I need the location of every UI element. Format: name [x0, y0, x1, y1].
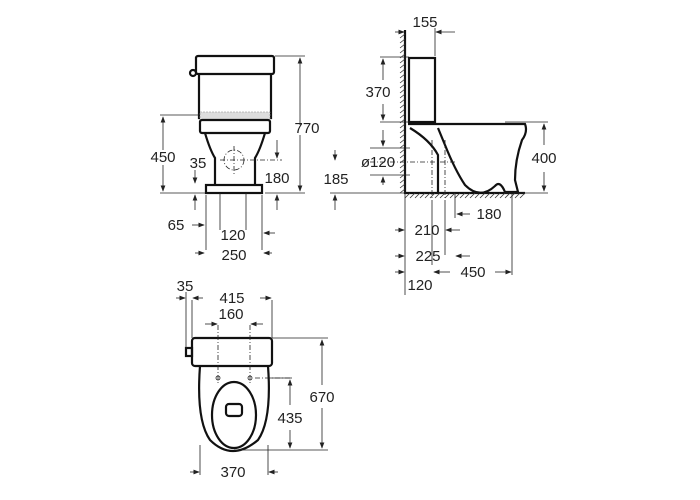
hatch-line — [399, 33, 406, 39]
flush-lever-icon — [188, 68, 198, 78]
hatch-line — [454, 192, 461, 199]
wall-and-floor — [403, 30, 525, 195]
hatch-line — [399, 88, 406, 94]
hatch-line — [424, 192, 431, 199]
hatch-line — [399, 38, 406, 44]
hatch-line — [409, 192, 416, 199]
hatch-line — [399, 183, 406, 189]
dim-top-seat-depth: 435 — [277, 410, 302, 427]
hatch-line — [449, 192, 456, 199]
dim-front-seat-height: 450 — [150, 149, 175, 166]
front-view: 770 450 35 180 65 120 250 — [150, 54, 320, 264]
hatch-line — [499, 192, 506, 199]
dim-side-fixing-from-wall-1: 210 — [414, 222, 439, 239]
hatch-line — [509, 192, 516, 199]
hatch-line — [494, 192, 501, 199]
front-tank-body — [197, 74, 273, 120]
dim-side-bowl-length: 450 — [460, 264, 485, 281]
hatch-line — [514, 192, 521, 199]
hatch-line — [399, 128, 406, 134]
dim-front-base-width: 250 — [221, 247, 246, 264]
hatch-line — [414, 192, 421, 199]
dim-top-fixing-spacing: 160 — [218, 306, 243, 323]
dim-side-fixing-from-wall-2: 225 — [415, 248, 440, 265]
dim-side-floor-outlet-offset: 180 — [476, 206, 501, 223]
dim-side-bowl-height: 400 — [531, 150, 556, 167]
hatch-line — [399, 143, 406, 149]
hatch-line — [399, 108, 406, 114]
hatch-line — [399, 83, 406, 89]
hatch-line — [399, 43, 406, 49]
hatch-line — [399, 123, 406, 129]
hatch-line — [479, 192, 486, 199]
top-tank — [190, 336, 274, 368]
dim-side-outlet-center-height: 185 — [323, 171, 348, 188]
top-flush-lever — [184, 346, 194, 358]
hatch-line — [484, 192, 491, 199]
hatch-line — [399, 73, 406, 79]
hatch-line — [399, 163, 406, 169]
hatch-line — [399, 78, 406, 84]
dim-front-inlet-offset: 35 — [190, 155, 207, 172]
hatch-line — [399, 188, 406, 194]
top-view: 35 415 160 670 435 370 — [176, 278, 335, 481]
hatch-line — [519, 192, 526, 199]
dim-side-tank-height: 370 — [365, 84, 390, 101]
dim-front-total-height: 770 — [294, 120, 319, 137]
hatch-line — [399, 58, 406, 64]
hatch-line — [399, 138, 406, 144]
front-pedestal — [203, 132, 267, 185]
dim-side-tank-depth: 155 — [412, 14, 437, 31]
hatch-line — [464, 192, 471, 199]
side-bowl — [408, 122, 528, 194]
dim-side-wall-to-outlet: 120 — [407, 277, 432, 294]
dim-top-bowl-width: 370 — [220, 464, 245, 481]
dim-front-fixing-spacing: 120 — [220, 227, 245, 244]
hatch-line — [439, 192, 446, 199]
top-bowl-outer — [198, 365, 270, 453]
hatch-line — [399, 48, 406, 54]
side-view: 155 370 ø120 185 400 180 210 225 120 450 — [323, 14, 557, 295]
hatch-line — [419, 192, 426, 199]
front-seat — [198, 118, 272, 135]
hatch-line — [399, 93, 406, 99]
dim-front-side-offset: 65 — [168, 217, 185, 234]
hatch-line — [504, 192, 511, 199]
top-bowl-inner — [210, 380, 258, 450]
hatch-line — [399, 178, 406, 184]
hatch-line — [404, 192, 411, 199]
hatch-line — [489, 192, 496, 199]
hatch-line — [399, 103, 406, 109]
hatch-line — [399, 98, 406, 104]
dim-top-total-depth: 670 — [309, 389, 334, 406]
hatch-line — [399, 133, 406, 139]
top-outlet — [224, 402, 244, 418]
hatch-line — [399, 148, 406, 154]
hatch-line — [429, 192, 436, 199]
hatch-line — [459, 192, 466, 199]
hatch-line — [399, 168, 406, 174]
dim-top-tank-width: 415 — [219, 290, 244, 307]
dim-side-outlet-diameter: ø120 — [361, 154, 395, 171]
front-base — [204, 183, 264, 195]
hatch-line — [399, 113, 406, 119]
hatch-line — [469, 192, 476, 199]
front-tank-lid — [194, 54, 276, 76]
dim-front-outlet-height: 180 — [264, 170, 289, 187]
hatch-line — [399, 68, 406, 74]
hatch-line — [444, 192, 451, 199]
dim-top-side-offset: 35 — [177, 278, 194, 295]
side-tank — [407, 56, 437, 124]
hatch-line — [399, 153, 406, 159]
hatch-line — [399, 63, 406, 69]
hatch-line — [434, 192, 441, 199]
